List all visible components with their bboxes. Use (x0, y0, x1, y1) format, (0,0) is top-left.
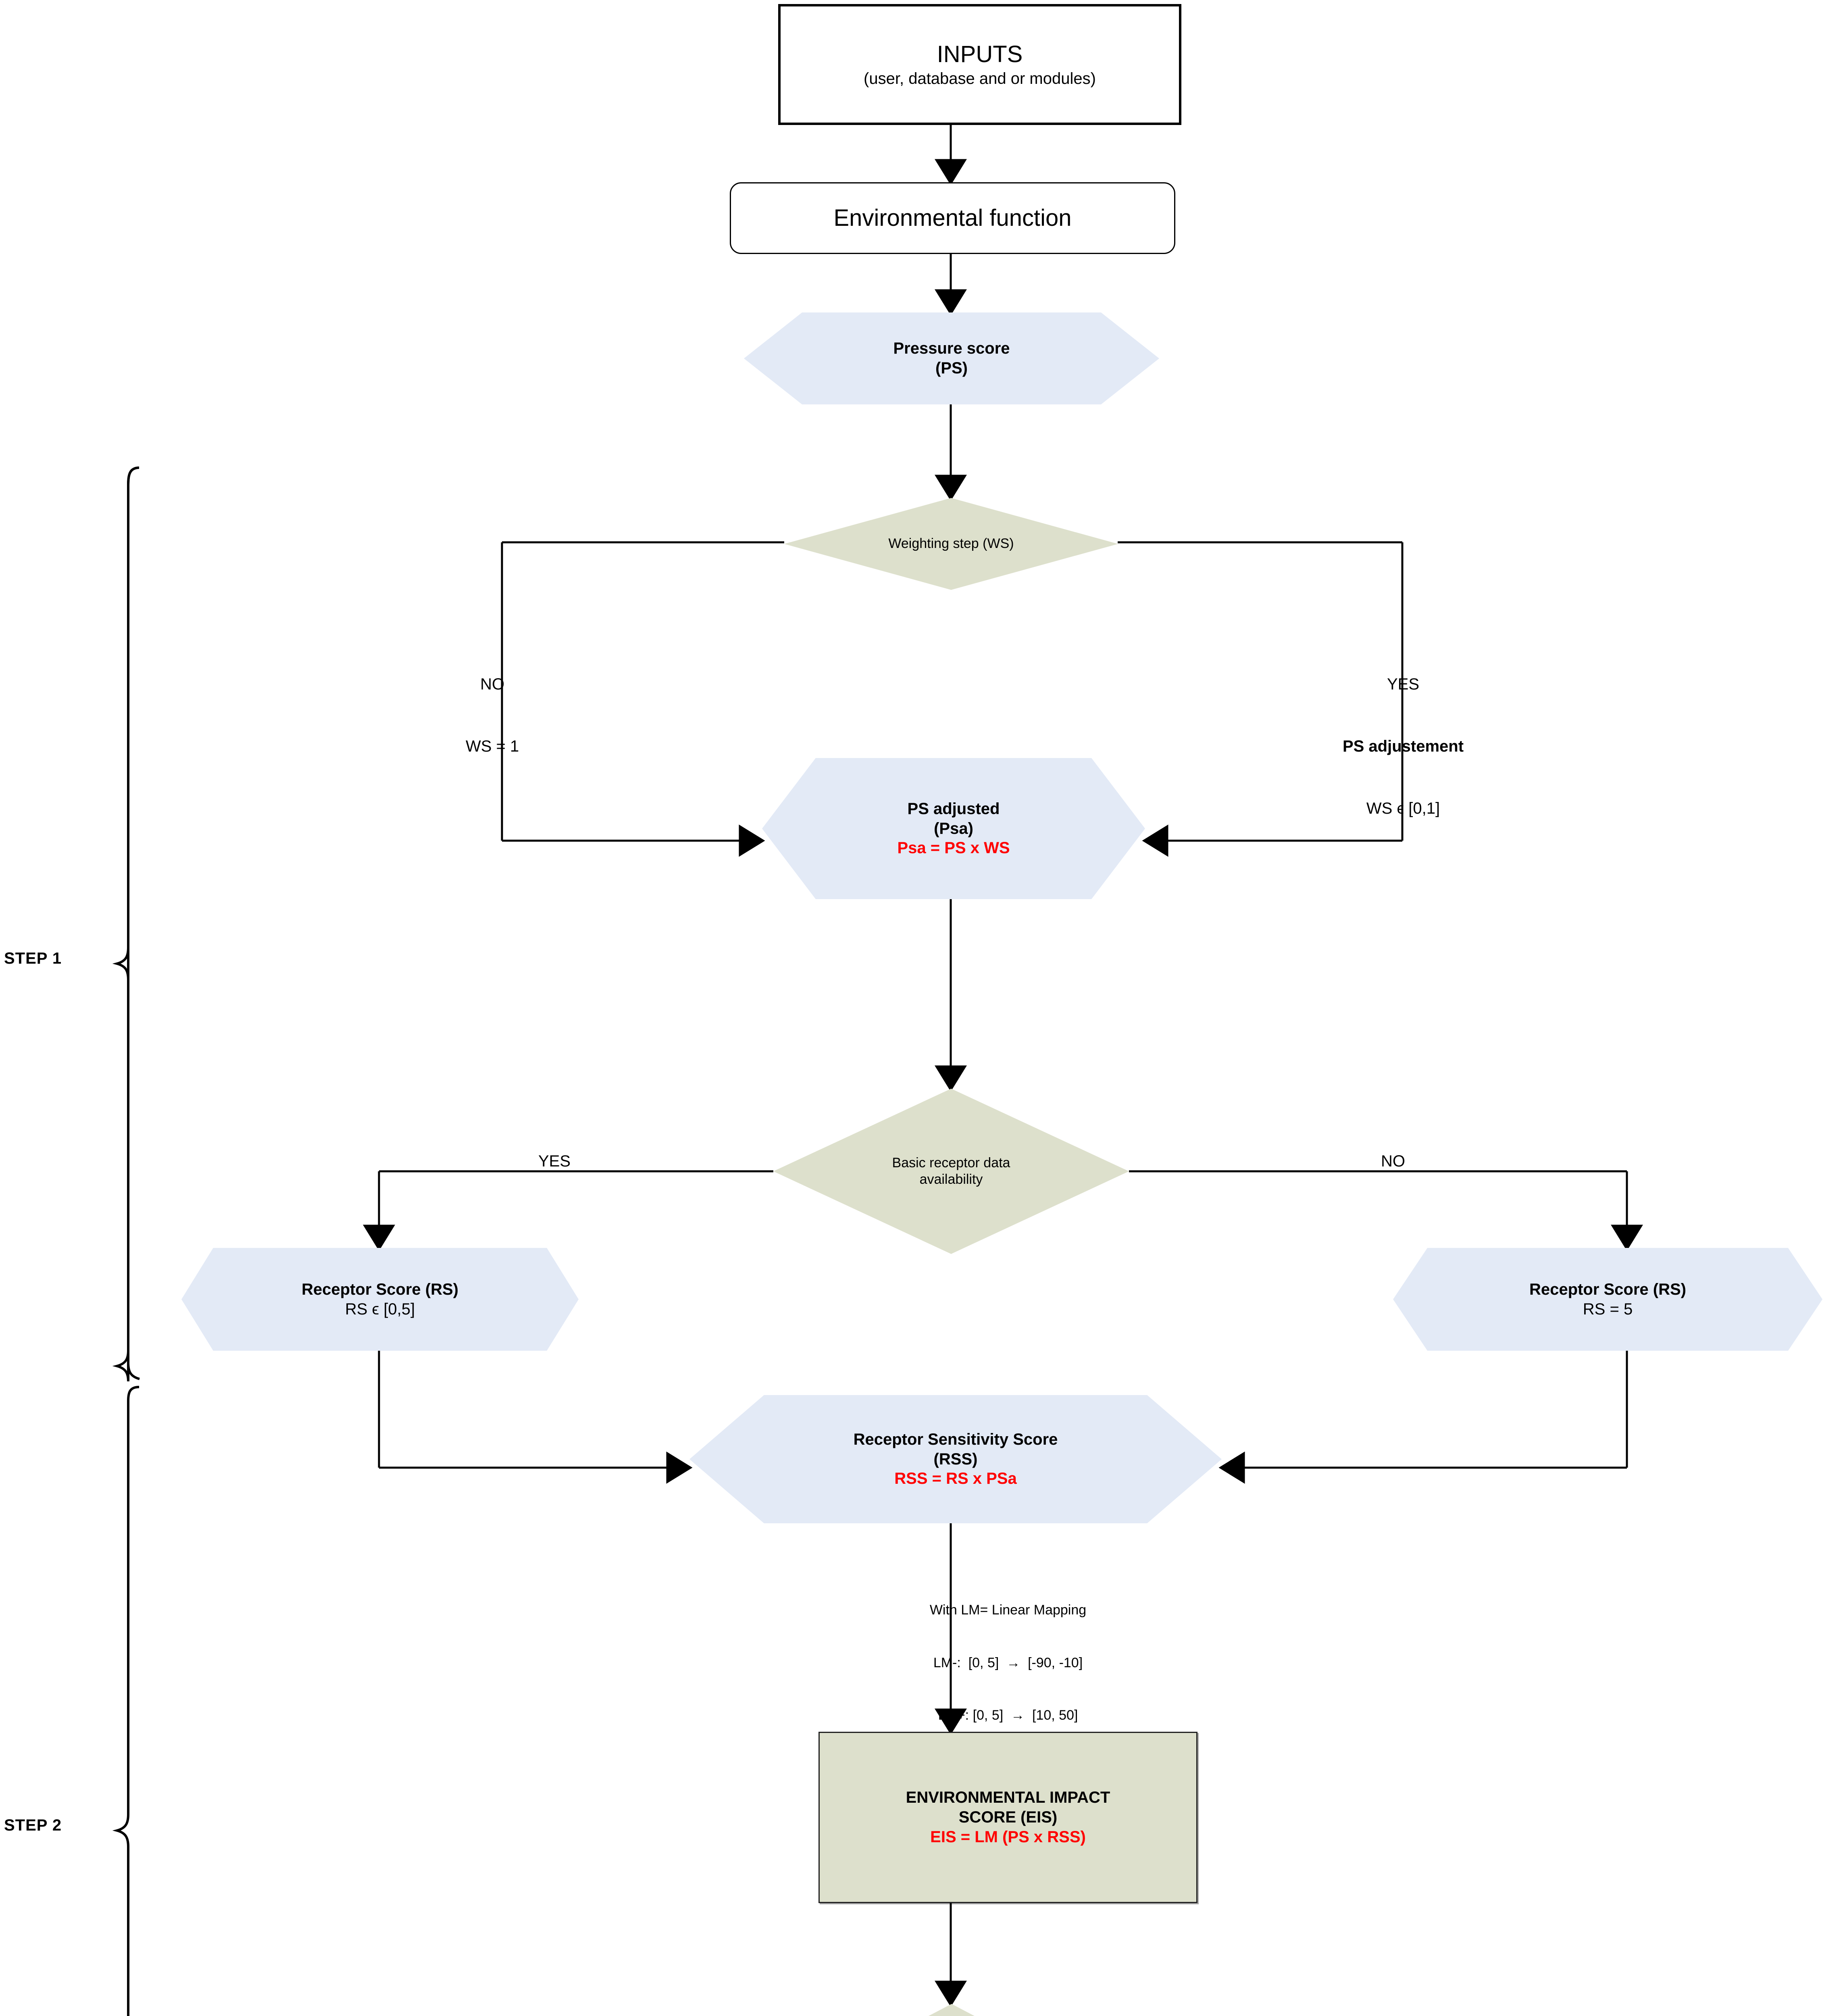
node-environmental-impact-score: ENVIRONMENTAL IMPACT SCORE (EIS) EIS = L… (818, 1732, 1197, 1903)
annotation-receptor-no: NO (1381, 1152, 1405, 1170)
lm-note-line1: With LM= Linear Mapping (929, 1602, 1087, 1618)
inputs-subtitle: (user, database and or modules) (864, 69, 1096, 87)
basic-receptor-line1: Basic receptor data (892, 1155, 1010, 1170)
node-inputs: INPUTS (user, database and or modules) (778, 4, 1181, 125)
receptor-left-range: RS ϵ [0,5] (345, 1300, 415, 1318)
ps-adjusted-abbrev: (Psa) (934, 819, 973, 837)
node-pressure-score: Pressure score (PS) (744, 312, 1159, 404)
node-receptor-score-left: Receptor Score (RS) RS ϵ [0,5] (181, 1248, 579, 1351)
annotation-lm-note: With LM= Linear Mapping LM-: [0, 5] → [-… (827, 1566, 1189, 1760)
receptor-right-value: RS = 5 (1583, 1300, 1633, 1318)
step-label-2: STEP 2 (4, 1816, 62, 1834)
node-ps-adjusted: PS adjusted (Psa) Psa = PS x WS (762, 758, 1145, 899)
ws-yes-line1: YES (1387, 675, 1420, 694)
eis-line2: SCORE (EIS) (958, 1808, 1058, 1826)
rss-formula: RSS = RS x PSa (894, 1470, 1017, 1488)
eis-line1: ENVIRONMENTAL IMPACT (906, 1789, 1110, 1807)
ws-no-line1: NO (480, 675, 505, 694)
node-receptor-sensitivity-score: Receptor Sensitivity Score (RSS) RSS = R… (689, 1395, 1222, 1523)
inputs-title: INPUTS (937, 41, 1023, 68)
ps-adjusted-formula: Psa = PS x WS (897, 839, 1010, 857)
receptor-right-label: Receptor Score (RS) (1529, 1280, 1686, 1298)
rss-label: Receptor Sensitivity Score (853, 1430, 1058, 1448)
annotation-receptor-yes: YES (538, 1152, 571, 1170)
rss-abbrev: (RSS) (933, 1450, 978, 1468)
receptor-left-label: Receptor Score (RS) (302, 1280, 458, 1298)
ws-yes-line2: PS adjustement (1342, 737, 1464, 755)
annotation-ws-no: NO WS = 1 (466, 633, 519, 798)
basic-receptor-line2: availability (919, 1172, 983, 1187)
lm-note-line2: LM-: [0, 5] → [-90, -10] (933, 1655, 1083, 1670)
node-receptor-score-right: Receptor Score (RS) RS = 5 (1393, 1248, 1822, 1351)
eis-formula: EIS = LM (PS x RSS) (930, 1828, 1086, 1846)
pressure-score-label: Pressure score (893, 339, 1010, 358)
annotation-ws-yes: YES PS adjustement WS ϵ [0,1] (1286, 633, 1520, 860)
ws-yes-line3: WS ϵ [0,1] (1366, 799, 1440, 817)
lm-note-line3: LM+: [0, 5] → [10, 50] (938, 1708, 1078, 1723)
weighting-step-label: Weighting step (WS) (888, 536, 1014, 552)
pressure-score-abbrev: (PS) (935, 359, 968, 377)
node-environmental-function: Environmental function (730, 182, 1175, 254)
environmental-function-label: Environmental function (833, 204, 1072, 231)
step-label-1: STEP 1 (4, 950, 62, 967)
ps-adjusted-label: PS adjusted (907, 800, 1000, 818)
ws-no-line2: WS = 1 (466, 737, 519, 755)
